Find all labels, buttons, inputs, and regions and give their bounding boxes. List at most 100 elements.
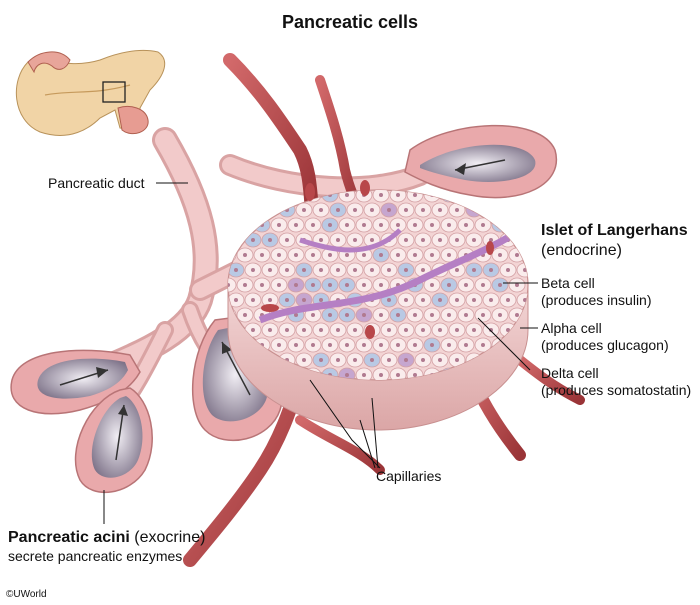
cell-nucleus xyxy=(319,358,323,362)
cell-nucleus xyxy=(430,313,434,317)
beta-cell xyxy=(508,217,526,233)
cell-nucleus xyxy=(489,208,493,212)
cell-nucleus xyxy=(302,328,306,332)
cell-nucleus xyxy=(362,283,366,287)
cell-nucleus xyxy=(336,238,340,242)
capillary-crosssection xyxy=(360,180,370,196)
cell-nucleus xyxy=(430,253,434,257)
cell-nucleus xyxy=(387,298,391,302)
cell-nucleus xyxy=(345,193,349,197)
cell-nucleus xyxy=(396,313,400,317)
cell-nucleus xyxy=(455,358,459,362)
cell-nucleus xyxy=(370,268,374,272)
cell-nucleus xyxy=(387,328,391,332)
beta-cell xyxy=(499,202,517,218)
cell-nucleus xyxy=(268,268,272,272)
cell-nucleus xyxy=(294,253,298,257)
cell-nucleus xyxy=(379,223,383,227)
capillary-crosssection xyxy=(261,304,279,312)
cell-nucleus xyxy=(464,313,468,317)
cell-nucleus xyxy=(506,208,510,212)
cell-nucleus xyxy=(489,268,493,272)
cell-nucleus xyxy=(319,208,323,212)
cell-nucleus xyxy=(353,358,357,362)
cell-nucleus xyxy=(515,253,519,257)
beta-cell xyxy=(228,217,237,233)
cell-nucleus xyxy=(285,298,289,302)
cell-nucleus xyxy=(268,208,272,212)
cell-nucleus xyxy=(438,328,442,332)
cell-nucleus xyxy=(506,268,510,272)
cell-nucleus xyxy=(319,328,323,332)
cell-nucleus xyxy=(311,253,315,257)
cell-nucleus xyxy=(472,298,476,302)
cell-nucleus xyxy=(396,373,400,377)
cell-nucleus xyxy=(251,328,255,332)
cell-nucleus xyxy=(277,193,281,197)
cell-nucleus xyxy=(294,283,298,287)
cell-nucleus xyxy=(362,253,366,257)
cell-nucleus xyxy=(396,223,400,227)
cell-nucleus xyxy=(370,358,374,362)
cell-nucleus xyxy=(251,238,255,242)
islet-of-langerhans xyxy=(227,180,529,431)
cell-nucleus xyxy=(260,193,264,197)
cell-nucleus xyxy=(404,268,408,272)
cell-nucleus xyxy=(319,268,323,272)
beta-cell xyxy=(228,202,245,218)
cell-nucleus xyxy=(481,283,485,287)
cell-nucleus xyxy=(319,298,323,302)
cell-nucleus xyxy=(413,373,417,377)
cell-nucleus xyxy=(302,208,306,212)
cell-nucleus xyxy=(336,268,340,272)
cell-nucleus xyxy=(234,238,238,242)
cell-nucleus xyxy=(438,208,442,212)
cell-nucleus xyxy=(268,298,272,302)
cell-nucleus xyxy=(472,328,476,332)
cell-nucleus xyxy=(464,223,468,227)
cell-nucleus xyxy=(438,238,442,242)
leader-lines xyxy=(103,182,538,524)
label-delta-function: (produces somatostatin) xyxy=(541,382,692,398)
capillary-crosssection xyxy=(486,241,494,255)
cell-nucleus xyxy=(404,358,408,362)
cell-nucleus xyxy=(455,208,459,212)
cell-nucleus xyxy=(277,253,281,257)
cell-nucleus xyxy=(311,283,315,287)
cell-nucleus xyxy=(447,313,451,317)
cell-nucleus xyxy=(362,373,366,377)
cell-nucleus xyxy=(421,328,425,332)
cell-nucleus xyxy=(302,358,306,362)
cell-nucleus xyxy=(243,313,247,317)
cell-nucleus xyxy=(413,253,417,257)
cell-nucleus xyxy=(498,313,502,317)
cell-nucleus xyxy=(506,298,510,302)
cell-nucleus xyxy=(506,328,510,332)
cell-nucleus xyxy=(294,343,298,347)
label-capillaries: Capillaries xyxy=(376,468,442,484)
cell-nucleus xyxy=(481,313,485,317)
cell-nucleus xyxy=(413,193,417,197)
label-beta-function: (produces insulin) xyxy=(541,292,652,308)
cell-nucleus xyxy=(413,313,417,317)
cell-nucleus xyxy=(489,298,493,302)
cell-nucleus xyxy=(345,373,349,377)
cell-nucleus xyxy=(464,283,468,287)
cell-nucleus xyxy=(379,283,383,287)
cell-nucleus xyxy=(481,223,485,227)
cell-nucleus xyxy=(430,343,434,347)
cell-nucleus xyxy=(387,208,391,212)
cell-nucleus xyxy=(447,193,451,197)
cell-nucleus xyxy=(362,313,366,317)
cell-nucleus xyxy=(404,238,408,242)
capillary-crosssection xyxy=(305,183,315,201)
cell-nucleus xyxy=(387,358,391,362)
cell-nucleus xyxy=(498,253,502,257)
cell-nucleus xyxy=(353,268,357,272)
beta-cell xyxy=(236,190,254,203)
label-delta-cell: Delta cell xyxy=(541,365,599,381)
label-acini-title: Pancreatic acini xyxy=(8,529,130,546)
cell-nucleus xyxy=(498,283,502,287)
cell-nucleus xyxy=(430,223,434,227)
cell-nucleus xyxy=(515,223,519,227)
